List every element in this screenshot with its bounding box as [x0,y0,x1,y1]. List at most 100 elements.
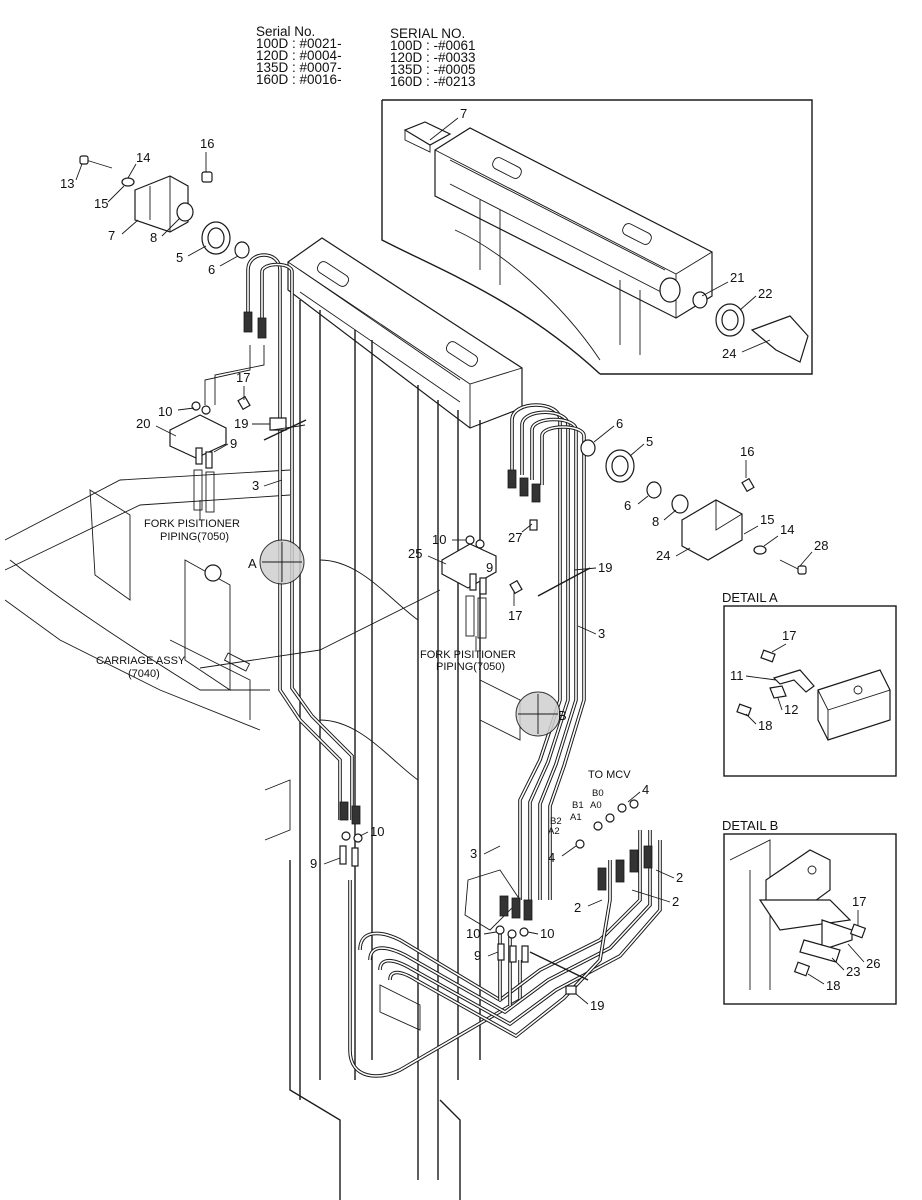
callout-label: 9 [310,856,317,871]
hose-left [204,253,354,820]
detail-a-title: DETAIL A [722,590,778,605]
callout-label: 10 [466,926,480,941]
port-label: B0 [592,788,604,799]
callout-label: 12 [784,702,798,717]
serial-line: 100D : -#0061 [390,38,476,53]
fork-positioner-caption: FORK PISITIONER [420,649,516,661]
callout-label: 14 [136,150,150,165]
hose-right-bundle [507,403,586,900]
callout-label: 8 [652,514,659,529]
fork-positioner-caption: PIPING(7050) [436,661,505,673]
callout-label: 11 [730,668,744,683]
hose-clamp-bands [263,419,591,995]
callout-label: 10 [158,404,172,419]
callout-label: 9 [474,948,481,963]
detail-marker-label: A [248,556,257,571]
callout-label: 22 [758,286,772,301]
top-left-callouts: 16 14 13 15 7 8 5 6 [60,136,239,277]
left-bracket-parts [169,395,306,513]
callout-label: 17 [782,628,796,643]
serial-line: 160D : #0016- [256,72,342,87]
callout-label: 15 [94,196,108,211]
serial-line: 135D : #0007- [256,60,342,75]
detail-b-panel: DETAIL B 17 26 23 18 [722,818,897,1005]
callout-label: 9 [486,560,493,575]
callout-label: 21 [730,270,744,285]
right-exploded-callouts: 6 5 16 6 8 27 10 9 25 17 24 15 14 28 19 … [408,416,828,641]
left-bracket-callouts: 17 10 19 20 9 3 [136,370,283,493]
callout-label: 14 [780,522,794,537]
detail-b-title: DETAIL B [722,818,778,833]
serial-line: 100D : #0021- [256,36,342,51]
port-label: A1 [570,812,582,823]
port-label: A0 [590,800,602,811]
serial-header-right: SERIAL NO. 100D : -#0061 120D : -#0033 1… [390,26,476,89]
callout-label: 19 [590,998,604,1013]
detail-a-panel: DETAIL A 17 11 12 18 [722,590,897,777]
callout-label: 6 [616,416,623,431]
callout-label: 6 [208,262,215,277]
fork-positioner-caption: FORK PISITIONER [144,518,240,530]
callout-label: 17 [852,894,866,909]
fork-positioner-caption: PIPING(7050) [160,531,229,543]
callout-label: 3 [470,846,477,861]
serial-title-left: Serial No. [256,24,315,39]
port-label: A2 [548,826,560,837]
carriage-assy-caption: (7040) [128,668,160,680]
callout-label: 23 [846,964,860,979]
carriage-assembly [4,469,291,731]
inset-panel [381,99,813,375]
callout-label: 10 [432,532,446,547]
serial-line: 160D : -#0213 [390,74,476,89]
callout-label: 16 [740,444,754,459]
hose-lower-loop [348,830,662,1078]
serial-title-right: SERIAL NO. [390,26,465,41]
callout-label: 3 [252,478,259,493]
callout-label: 15 [760,512,774,527]
serial-header-left: Serial No. 100D : #0021- 120D : #0004- 1… [256,24,342,87]
port-label: B2 [550,816,562,827]
callout-label: 27 [508,530,522,545]
callout-label: 17 [508,608,522,623]
callout-label: 25 [408,546,422,561]
callout-label: 13 [60,176,74,191]
detail-marker-a: A [248,539,305,585]
detail-marker-b: B [515,691,567,737]
lower-callouts: TO MCV B0 A0 B1 A1 B2 A2 4 4 10 9 3 2 2 … [310,769,683,1013]
inset-callouts: 7 21 22 24 [429,106,772,361]
callout-label: 19 [234,416,248,431]
serial-line: 120D : -#0033 [390,50,476,65]
callout-label: 7 [108,228,115,243]
callout-label: 26 [866,956,880,971]
captions: FORK PISITIONER PIPING(7050) FORK PISITI… [96,500,516,680]
top-left-pulley-parts [79,155,250,259]
callout-label: 18 [758,718,772,733]
detail-marker-label: B [558,708,567,723]
lower-fittings [339,799,653,963]
callout-label: 10 [540,926,554,941]
carriage-assy-caption: CARRIAGE ASSY [96,655,186,667]
callout-label: 5 [646,434,653,449]
callout-label: 2 [676,870,683,885]
callout-label: 4 [548,850,555,865]
callout-label: 24 [722,346,736,361]
callout-label: 3 [598,626,605,641]
callout-label: 2 [574,900,581,915]
callout-label: 6 [624,498,631,513]
callout-label: 24 [656,548,670,563]
callout-label: 17 [236,370,250,385]
callout-label: 7 [460,106,467,121]
callout-label: 10 [370,824,384,839]
callout-label: 8 [150,230,157,245]
serial-line: 120D : #0004- [256,48,342,63]
callout-label: 19 [598,560,612,575]
to-mcv-label: TO MCV [588,769,631,781]
callout-label: 5 [176,250,183,265]
mast-structure [264,237,523,1200]
port-label: B1 [572,800,584,811]
serial-line: 135D : -#0005 [390,62,476,77]
callout-label: 20 [136,416,150,431]
callout-label: 9 [230,436,237,451]
right-pulley-parts [441,439,807,639]
